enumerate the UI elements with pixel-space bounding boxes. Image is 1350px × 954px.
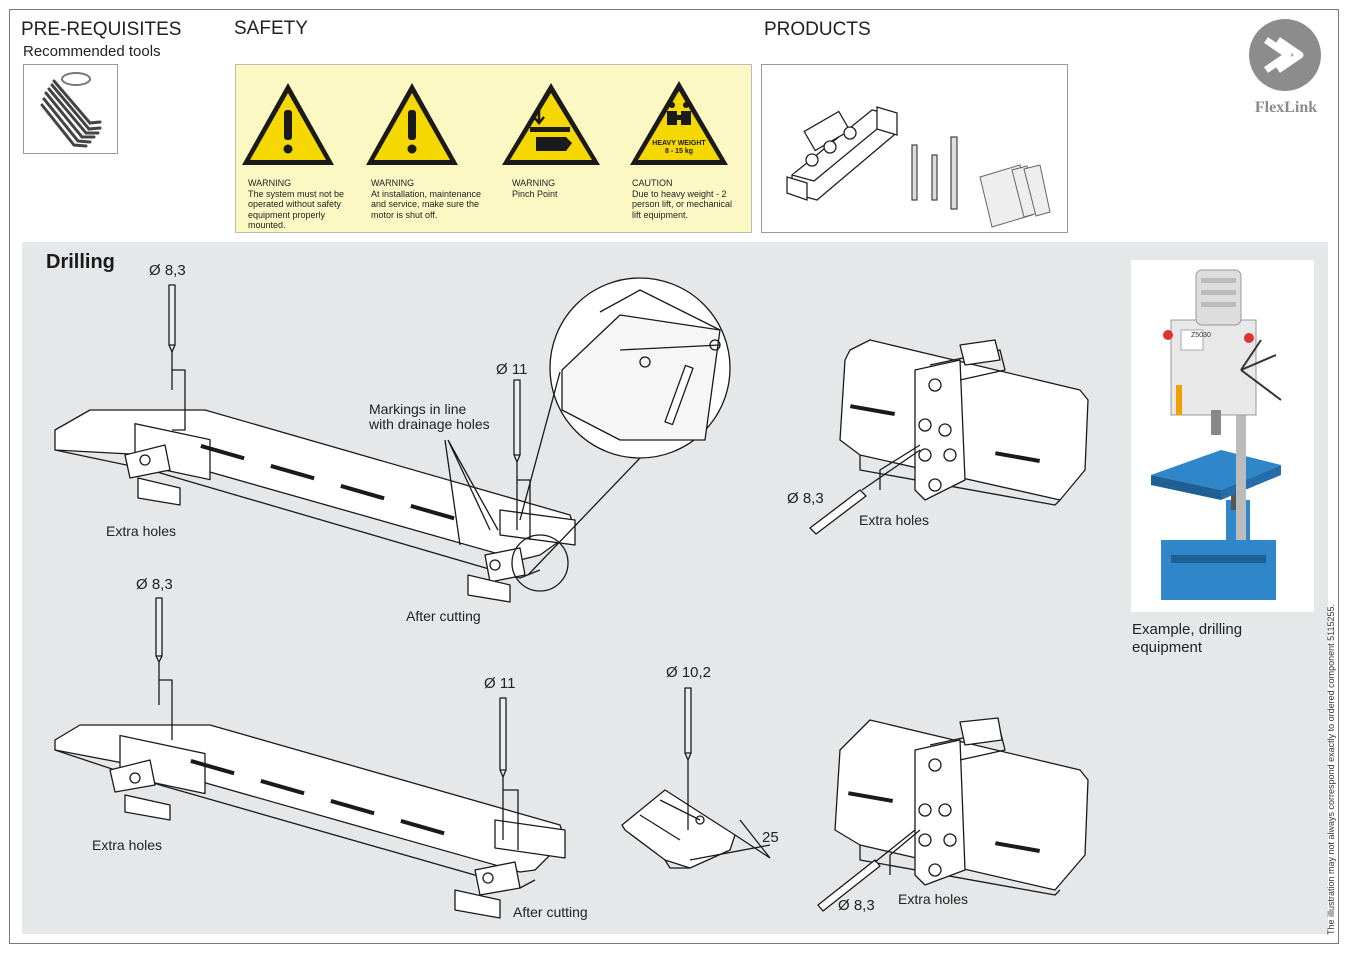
label-dimension-25: 25 (762, 829, 779, 846)
products-box (761, 64, 1068, 233)
photo-caption-2: equipment (1132, 639, 1203, 656)
label-extra-holes-b: Extra holes (859, 512, 930, 528)
heavy-weight-sign-text: HEAVY WEIGHT (652, 140, 706, 147)
safety-text-4: CAUTION Due to heavy weight - 2 person l… (632, 178, 733, 220)
page-frame (9, 9, 1339, 944)
photo-caption-1: Example, drilling (1132, 621, 1243, 638)
profile-top-right (809, 339, 1089, 535)
profile-bottom-right (817, 717, 1089, 912)
label-diameter-8-3-a: Ø 8,3 (149, 262, 186, 279)
safety-title: SAFETY (234, 18, 308, 39)
safety-text-3: WARNING Pinch Point (512, 178, 558, 199)
heavy-weight-icon: HEAVY WEIGHT 8 - 15 kg (630, 81, 728, 165)
drill-bit-10-2 (684, 687, 692, 761)
pinch-point-icon (502, 83, 600, 165)
hex-key-set-icon (40, 72, 102, 148)
label-extra-holes-d: Extra holes (898, 891, 969, 907)
drill-press-photo: Z5030 (1131, 260, 1314, 612)
prereq-subtitle: Recommended tools (23, 43, 161, 60)
warning-triangle-icon (242, 83, 334, 165)
safety-text-1: WARNING The system must not be operated … (248, 178, 345, 230)
cut-piece (621, 789, 771, 869)
flexlink-logo: FlexLink (1249, 19, 1321, 116)
label-extra-holes-c: Extra holes (92, 837, 163, 853)
drill-bit-top-left-1 (168, 284, 176, 353)
safety-text-2: WARNING At installation, maintenance and… (371, 178, 482, 220)
drilling-title: Drilling (46, 251, 115, 273)
prereq-title: PRE-REQUISITES (21, 19, 182, 40)
label-markings-2: with drainage holes (369, 416, 490, 432)
safety-panel: HEAVY WEIGHT 8 - 15 kg WARNING The syste… (235, 64, 752, 233)
products-title: PRODUCTS (764, 19, 871, 40)
label-diameter-10-2: Ø 10,2 (666, 664, 712, 681)
photo-model-label: Z5030 (1191, 332, 1211, 339)
logo-text: FlexLink (1255, 99, 1317, 116)
safety-signs: HEAVY WEIGHT 8 - 15 kg (242, 81, 728, 165)
label-diameter-11-c: Ø 11 (484, 675, 516, 692)
label-diameter-8-3-b: Ø 8,3 (787, 490, 824, 507)
heavy-weight-sign-range: 8 - 15 kg (665, 148, 693, 155)
products-illustration (786, 106, 1051, 228)
beam-bottom-left (54, 724, 566, 919)
label-markings-1: Markings in line (369, 401, 467, 417)
footnote-vertical: The illustration may not always correspo… (1326, 603, 1336, 935)
drill-bit-bottom-left-1 (155, 597, 163, 663)
drill-bit-top-left-2 (513, 379, 521, 463)
drill-bit-bottom-left-2 (499, 697, 507, 778)
label-diameter-8-3-c: Ø 8,3 (136, 576, 173, 593)
drill-press-illustration: Z5030 (1151, 269, 1282, 600)
label-after-cutting-a: After cutting (406, 608, 481, 624)
warning-triangle-icon (366, 83, 458, 165)
label-diameter-11-a: Ø 11 (496, 361, 528, 378)
label-extra-holes-a: Extra holes (106, 523, 177, 539)
label-diameter-8-3-d: Ø 8,3 (838, 897, 875, 914)
tools-box (23, 64, 118, 154)
beam-top-left (54, 409, 576, 603)
label-after-cutting-c: After cutting (513, 904, 588, 920)
